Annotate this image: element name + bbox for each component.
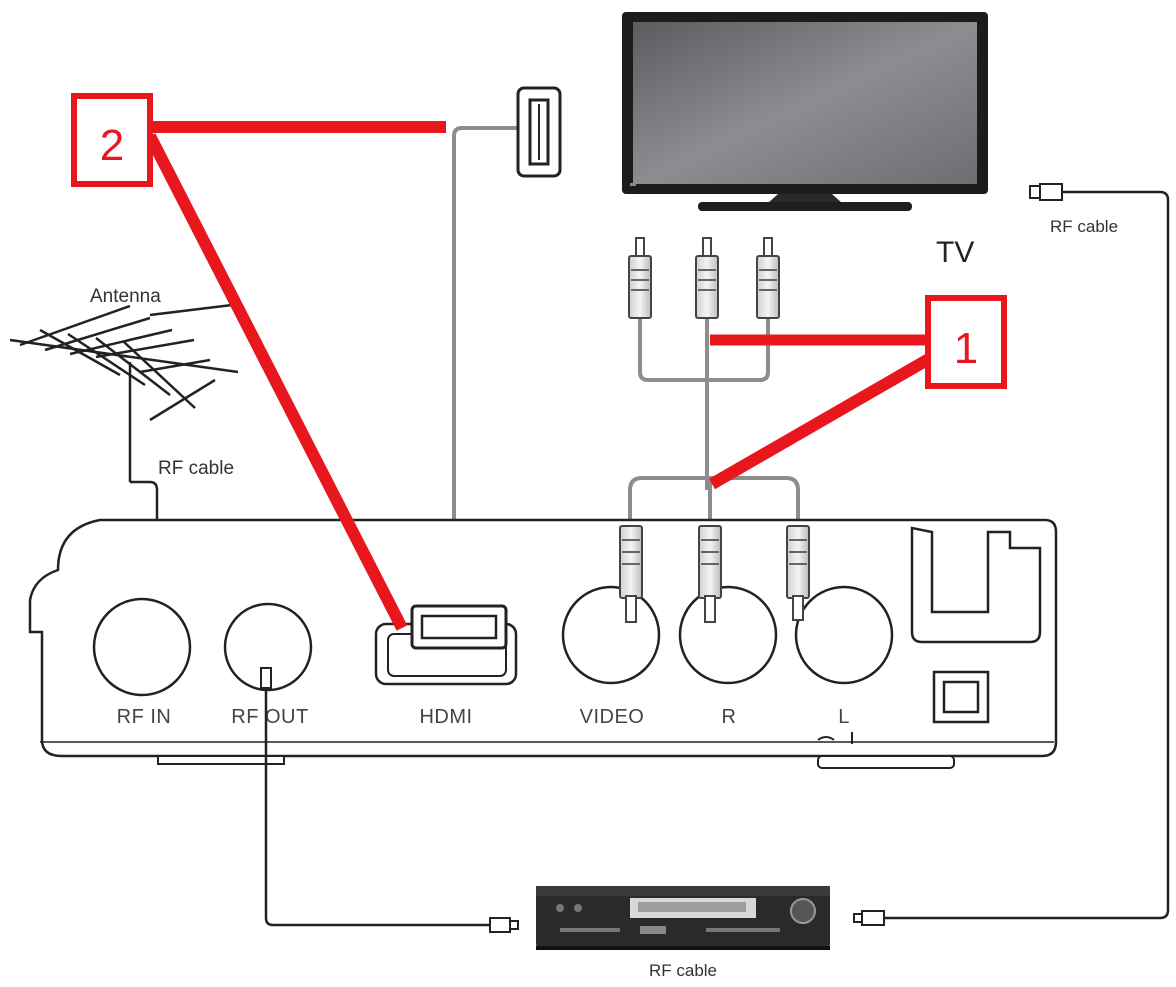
callout-2: 2 bbox=[71, 93, 446, 631]
r-label: R bbox=[722, 706, 737, 728]
rf-cable-right bbox=[853, 183, 1170, 926]
rca-cable-top bbox=[638, 318, 770, 490]
vcr-icon bbox=[536, 886, 830, 950]
tv-label: TV bbox=[936, 236, 974, 269]
rf-in-port bbox=[92, 597, 192, 697]
video-port bbox=[561, 585, 661, 685]
callout-1-number: 1 bbox=[954, 324, 978, 373]
antenna-label: Antenna bbox=[90, 286, 161, 307]
video-label: VIDEO bbox=[580, 706, 645, 728]
rca-plug-top-video bbox=[628, 237, 652, 319]
rca-plug-bottom-r bbox=[698, 525, 722, 623]
l-port bbox=[794, 585, 894, 685]
hdmi-port bbox=[374, 604, 518, 686]
antenna-icon bbox=[9, 303, 239, 655]
r-port bbox=[678, 585, 778, 685]
rf-cable-bottom bbox=[260, 667, 519, 933]
rf-in-label: RF IN bbox=[117, 706, 172, 728]
hdmi-plug-top bbox=[452, 86, 562, 660]
rf-out-label: RF OUT bbox=[231, 706, 308, 728]
rf-cable-label-top-right: RF cable bbox=[1050, 217, 1118, 236]
callout-1: 1 bbox=[709, 295, 1007, 490]
callout-2-number: 2 bbox=[100, 121, 124, 170]
rca-plug-top-l bbox=[756, 237, 780, 319]
rf-out-port bbox=[223, 602, 313, 692]
rca-plug-bottom-l bbox=[786, 525, 810, 621]
rf-cable-label-bottom: RF cable bbox=[649, 961, 717, 980]
l-label: L bbox=[838, 706, 850, 728]
rf-cable-label-top-left: RF cable bbox=[158, 458, 234, 479]
hdmi-label: HDMI bbox=[419, 706, 472, 728]
rca-plug-top-r bbox=[695, 237, 719, 319]
rca-plug-bottom-video bbox=[619, 525, 643, 623]
tv-icon bbox=[622, 12, 988, 211]
